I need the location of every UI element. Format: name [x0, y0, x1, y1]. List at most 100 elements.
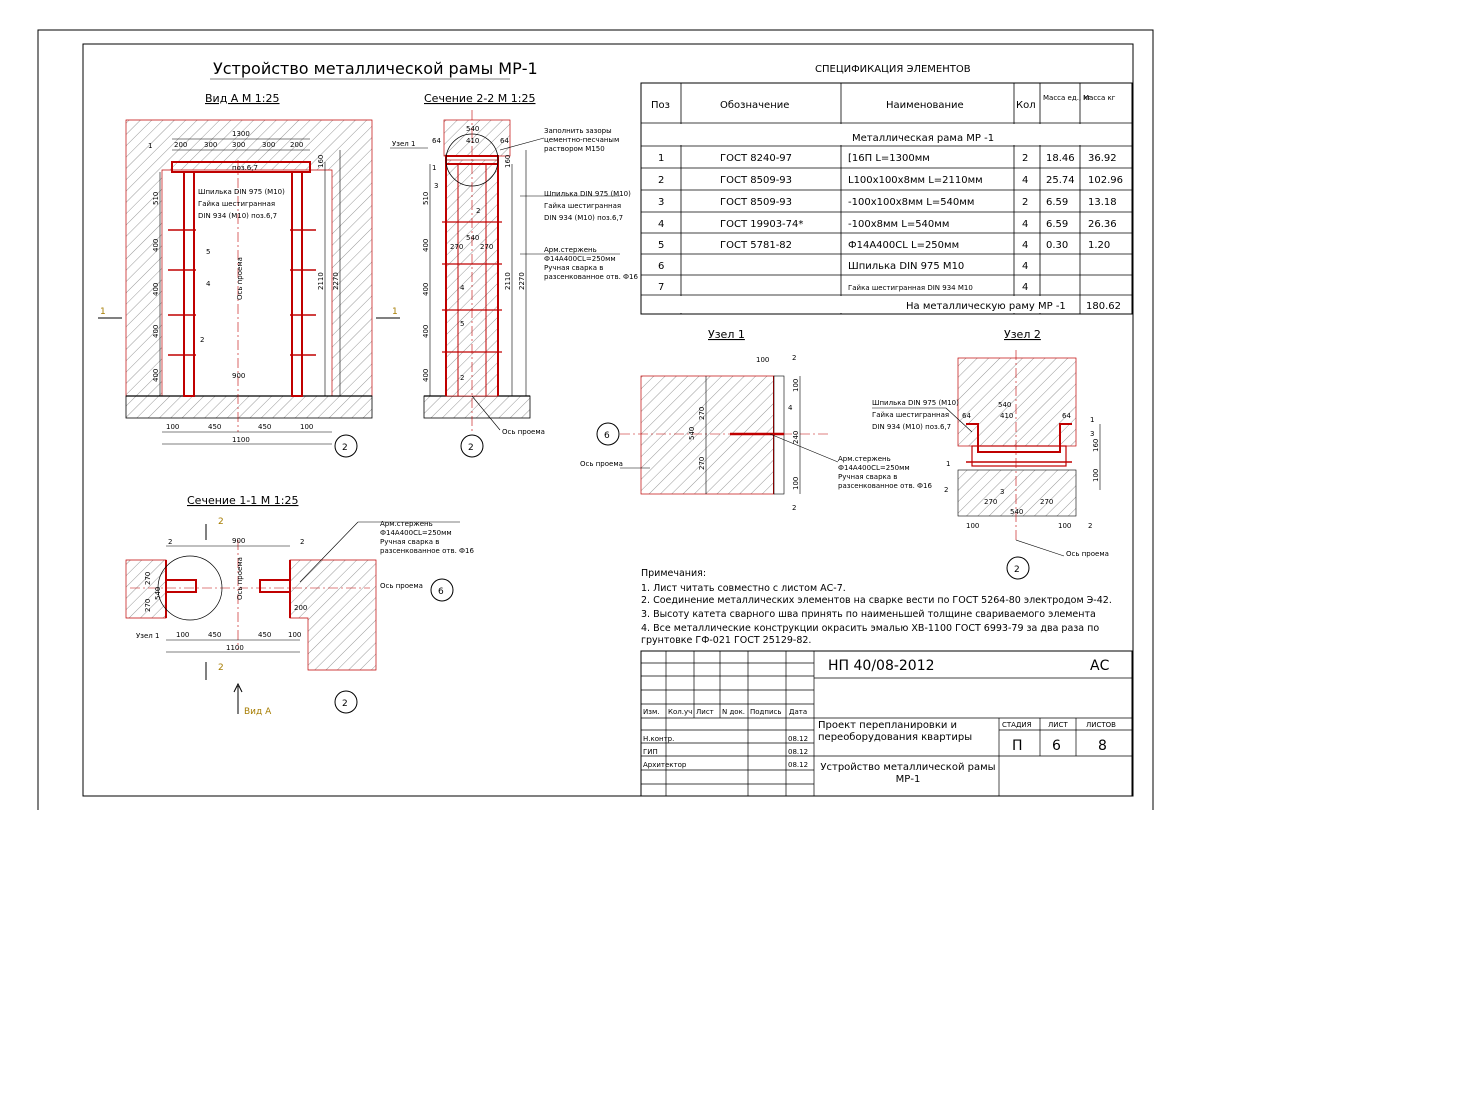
svg-text:1: 1	[148, 142, 152, 150]
dim-200-left: 200	[174, 141, 187, 149]
grid-2-s22: 2	[468, 443, 474, 453]
cut-2-bottom: 2	[218, 663, 224, 673]
s22-dim-410: 410	[466, 137, 479, 145]
grid-2-view-a: 2	[342, 443, 348, 453]
mortar-note-1: Заполнить зазоры	[544, 127, 612, 135]
spec-cell: 4	[1022, 219, 1028, 230]
n2-stud-note: Шпилька DIN 975 (М10)	[872, 399, 959, 407]
dim-450-right: 450	[258, 423, 271, 431]
n2-nut-note2: DIN 934 (М10) поз.6,7	[872, 423, 951, 431]
drawing-title: Устройство металлической рамы МР-1	[213, 59, 538, 78]
spec-cell: 4	[658, 219, 664, 230]
n2-dim-410: 410	[1000, 412, 1013, 420]
view-a: Вид А М 1:25 Ось проема 1300 200 300 300…	[98, 92, 400, 458]
s22-dim-400-a: 400	[422, 239, 430, 252]
spec-group: Металлическая рама МР -1	[852, 133, 994, 144]
spec-cell: -100х100х8мм L=540мм	[848, 197, 974, 208]
note-4: 4. Все металлические конструкции окрасит…	[641, 623, 1099, 634]
col-stage: СТАДИЯ	[1002, 721, 1032, 729]
n1-weld-note-4: разсенкованное отв. Ф16	[838, 482, 932, 490]
cut-1-right: 1	[392, 307, 398, 317]
section-22-title: Сечение 2-2 М 1:25	[424, 92, 535, 105]
s22-dim-2110: 2110	[504, 272, 512, 290]
s22-weld-note-3: Ручная сварка в	[544, 264, 603, 272]
s11-node1-ref: Узел 1	[136, 632, 159, 640]
svg-text:2: 2	[460, 374, 464, 382]
dim-300-a: 300	[204, 141, 217, 149]
inner-frame	[82, 43, 1134, 797]
node1-title: Узел 1	[708, 328, 745, 341]
s22-dim-64-left: 64	[432, 137, 441, 145]
outer-frame	[37, 29, 1154, 810]
s11-dim-270-b: 270	[144, 599, 152, 612]
s11-weld-note-4: разсенкованное отв. Ф16	[380, 547, 474, 555]
s11-dim-450-left: 450	[208, 631, 221, 639]
dim-100-right: 100	[300, 423, 313, 431]
spec-cell: 0.30	[1046, 240, 1068, 251]
svg-text:3: 3	[1000, 488, 1004, 496]
n1-dim-540: 540	[688, 427, 696, 440]
spec-h-pos: Поз	[651, 100, 670, 111]
n2-axis-label: Ось проема	[1066, 550, 1109, 558]
view-a-title: Вид А М 1:25	[205, 92, 280, 105]
s11-dim-900: 900	[232, 537, 245, 545]
dim-100-left: 100	[166, 423, 179, 431]
n2-dim-270-right: 270	[1040, 498, 1053, 506]
dim-1100: 1100	[232, 436, 250, 444]
n1-weld-note-3: Ручная сварка в	[838, 473, 897, 481]
role-architect: Архитектор	[643, 761, 687, 769]
s11-dim-450-right: 450	[258, 631, 271, 639]
s11-dim-100-left: 100	[176, 631, 189, 639]
n2-dim-540-top: 540	[998, 401, 1011, 409]
s11-weld-note-2: Ф14А400СL=250мм	[380, 529, 452, 537]
spec-cell: 6.59	[1046, 219, 1068, 230]
dim-160: 160	[317, 155, 325, 168]
svg-text:4: 4	[788, 404, 793, 412]
s22-dim-400-c: 400	[422, 325, 430, 338]
dim-200-right: 200	[290, 141, 303, 149]
svg-text:1: 1	[432, 164, 436, 172]
spec-cell: [16П L=1300мм	[848, 153, 930, 164]
s22-nut-note2: DIN 934 (М10) поз.6,7	[544, 214, 623, 222]
svg-text:3: 3	[434, 182, 438, 190]
n2-nut-note: Гайка шестигранная	[872, 411, 949, 419]
n2-dim-540-bot: 540	[1010, 508, 1023, 516]
dim-400-d: 400	[152, 369, 160, 382]
notes-title: Примечания:	[641, 568, 706, 579]
spec-cell: ГОСТ 8240-97	[720, 153, 792, 164]
s22-nut-note: Гайка шестигранная	[544, 202, 621, 210]
stamp-header: Лист	[696, 708, 714, 716]
grid-6-s11: 6	[438, 587, 444, 597]
spec-total-value: 180.62	[1086, 301, 1121, 312]
n1-dim-270-a: 270	[698, 407, 706, 420]
grid-6-n1: 6	[604, 431, 610, 441]
stamp-mark: АС	[1090, 658, 1110, 674]
spec-cell: Шпилька DIN 975 М10	[848, 261, 964, 272]
s22-dim-270-left: 270	[450, 243, 463, 251]
spec-h-qty: Кол	[1016, 100, 1036, 111]
s22-weld-note-1: Арм.стержень	[544, 246, 597, 254]
n1-dim-270-b: 270	[698, 457, 706, 470]
spec-cell: 25.74	[1046, 175, 1075, 186]
mortar-note-3: раствором М150	[544, 145, 605, 153]
n2-dim-64-left: 64	[962, 412, 971, 420]
view-a-nut-note: Гайка шестигранная	[198, 200, 275, 208]
dim-510: 510	[152, 192, 160, 205]
s22-stud-note: Шпилька DIN 975 (М10)	[544, 190, 631, 198]
dim-400-c: 400	[152, 325, 160, 338]
stamp-header: N док.	[722, 708, 745, 716]
spec-cell: ГОСТ 19903-74*	[720, 219, 803, 230]
svg-text:2: 2	[300, 538, 304, 546]
spec-cell: 2	[1022, 153, 1028, 164]
grid-marker-2-s11	[334, 690, 358, 714]
spec-cell: 2	[1022, 197, 1028, 208]
spec-cell: ГОСТ 5781-82	[720, 240, 792, 251]
spec-total-label: На металлическую раму МР -1	[906, 301, 1066, 312]
s22-dim-400-b: 400	[422, 283, 430, 296]
spec-h-unit-mass: Масса ед., кг	[1043, 94, 1092, 102]
view-a-nut-note2: DIN 934 (М10) поз.6,7	[198, 212, 277, 220]
s11-dim-270-a: 270	[144, 572, 152, 585]
grid-2-s11: 2	[342, 699, 348, 709]
dim-1300: 1300	[232, 130, 250, 138]
